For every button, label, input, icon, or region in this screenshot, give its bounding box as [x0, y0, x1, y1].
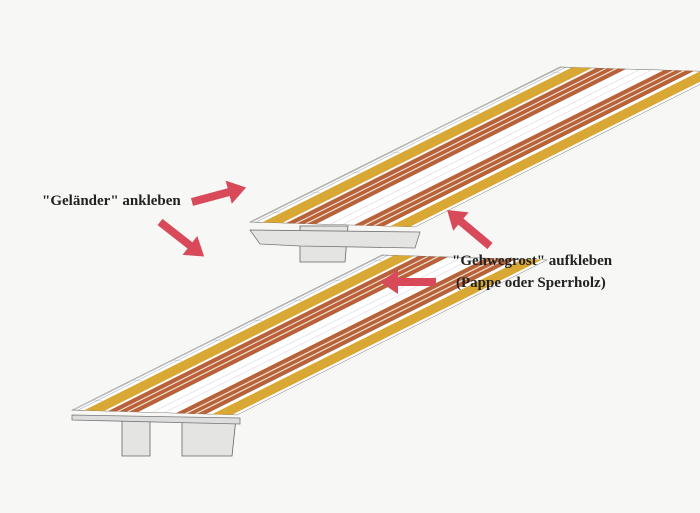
walkway-material-label: (Pappe oder Sperrholz) — [456, 275, 606, 291]
walkway-label: "Gehwegrost" aufkleben — [452, 253, 613, 269]
upper-bridge-section — [248, 65, 700, 263]
lower-bridge-section — [70, 253, 549, 457]
railing-label: "Geländer" ankleben — [42, 193, 181, 209]
arrow-icon — [447, 210, 493, 250]
arrows — [157, 180, 493, 294]
pier — [121, 417, 151, 457]
arrow-icon — [190, 180, 247, 206]
arrow-icon — [157, 218, 205, 257]
arrow-icon — [380, 270, 436, 294]
